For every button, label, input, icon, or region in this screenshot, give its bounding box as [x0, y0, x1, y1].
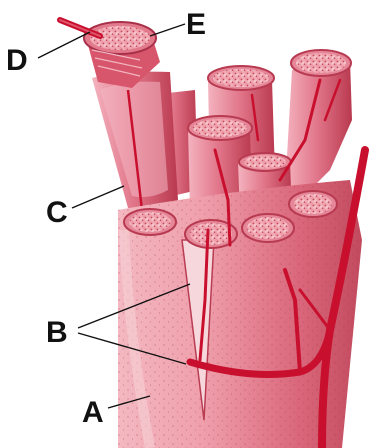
leader-d	[38, 32, 90, 58]
label-d: D	[6, 44, 28, 77]
label-c: C	[46, 196, 68, 229]
label-b: B	[46, 316, 68, 349]
fascicle-c	[92, 72, 178, 211]
label-e: E	[186, 8, 206, 41]
fascicle-back-right	[285, 50, 352, 200]
leader-e	[150, 24, 185, 36]
leader-c	[72, 186, 124, 208]
label-a: A	[82, 396, 104, 429]
